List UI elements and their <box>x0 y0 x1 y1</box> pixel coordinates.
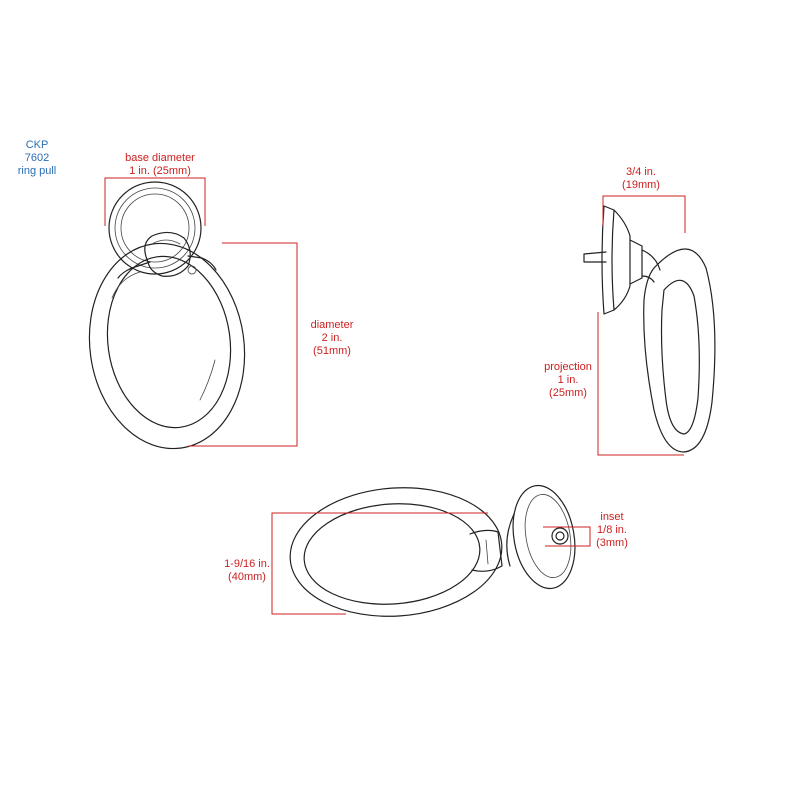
ring-diameter-mm: (51mm) <box>313 345 351 357</box>
title-product-type: ring pull <box>18 165 57 177</box>
ring-diameter-inches: 2 in. <box>322 332 343 344</box>
product-title: CKP 7602 ring pull <box>18 139 57 177</box>
side-width-mm: (19mm) <box>622 179 660 191</box>
base-diameter-label: base diameter <box>125 152 195 164</box>
inset-dimension: inset 1/8 in. (3mm) <box>543 511 628 549</box>
projection-dimension: projection 1 in. (25mm) <box>544 312 684 456</box>
base-diameter-dimension: base diameter 1 in. (25mm) <box>104 152 206 226</box>
inset-inches: 1/8 in. <box>597 524 627 536</box>
ring-diameter-label: diameter <box>311 319 354 331</box>
ring-diameter-dimension: diameter 2 in. (51mm) <box>188 242 354 447</box>
perspective-view-drawing <box>289 484 576 617</box>
inset-label: inset <box>600 511 623 523</box>
inset-mm: (3mm) <box>596 537 628 549</box>
height-dimension: 1-9/16 in. (40mm) <box>224 512 488 615</box>
side-view-drawing <box>583 205 716 453</box>
projection-inches: 1 in. <box>558 374 579 386</box>
front-view-drawing <box>88 181 246 450</box>
projection-mm: (25mm) <box>549 387 587 399</box>
title-model-prefix: CKP <box>26 139 49 151</box>
title-model-number: 7602 <box>25 152 49 164</box>
side-width-inches: 3/4 in. <box>626 166 656 178</box>
projection-label: projection <box>544 361 592 373</box>
height-inches: 1-9/16 in. <box>224 558 270 570</box>
height-mm: (40mm) <box>228 571 266 583</box>
side-width-dimension: 3/4 in. (19mm) <box>602 166 686 233</box>
base-diameter-value: 1 in. (25mm) <box>129 165 191 177</box>
